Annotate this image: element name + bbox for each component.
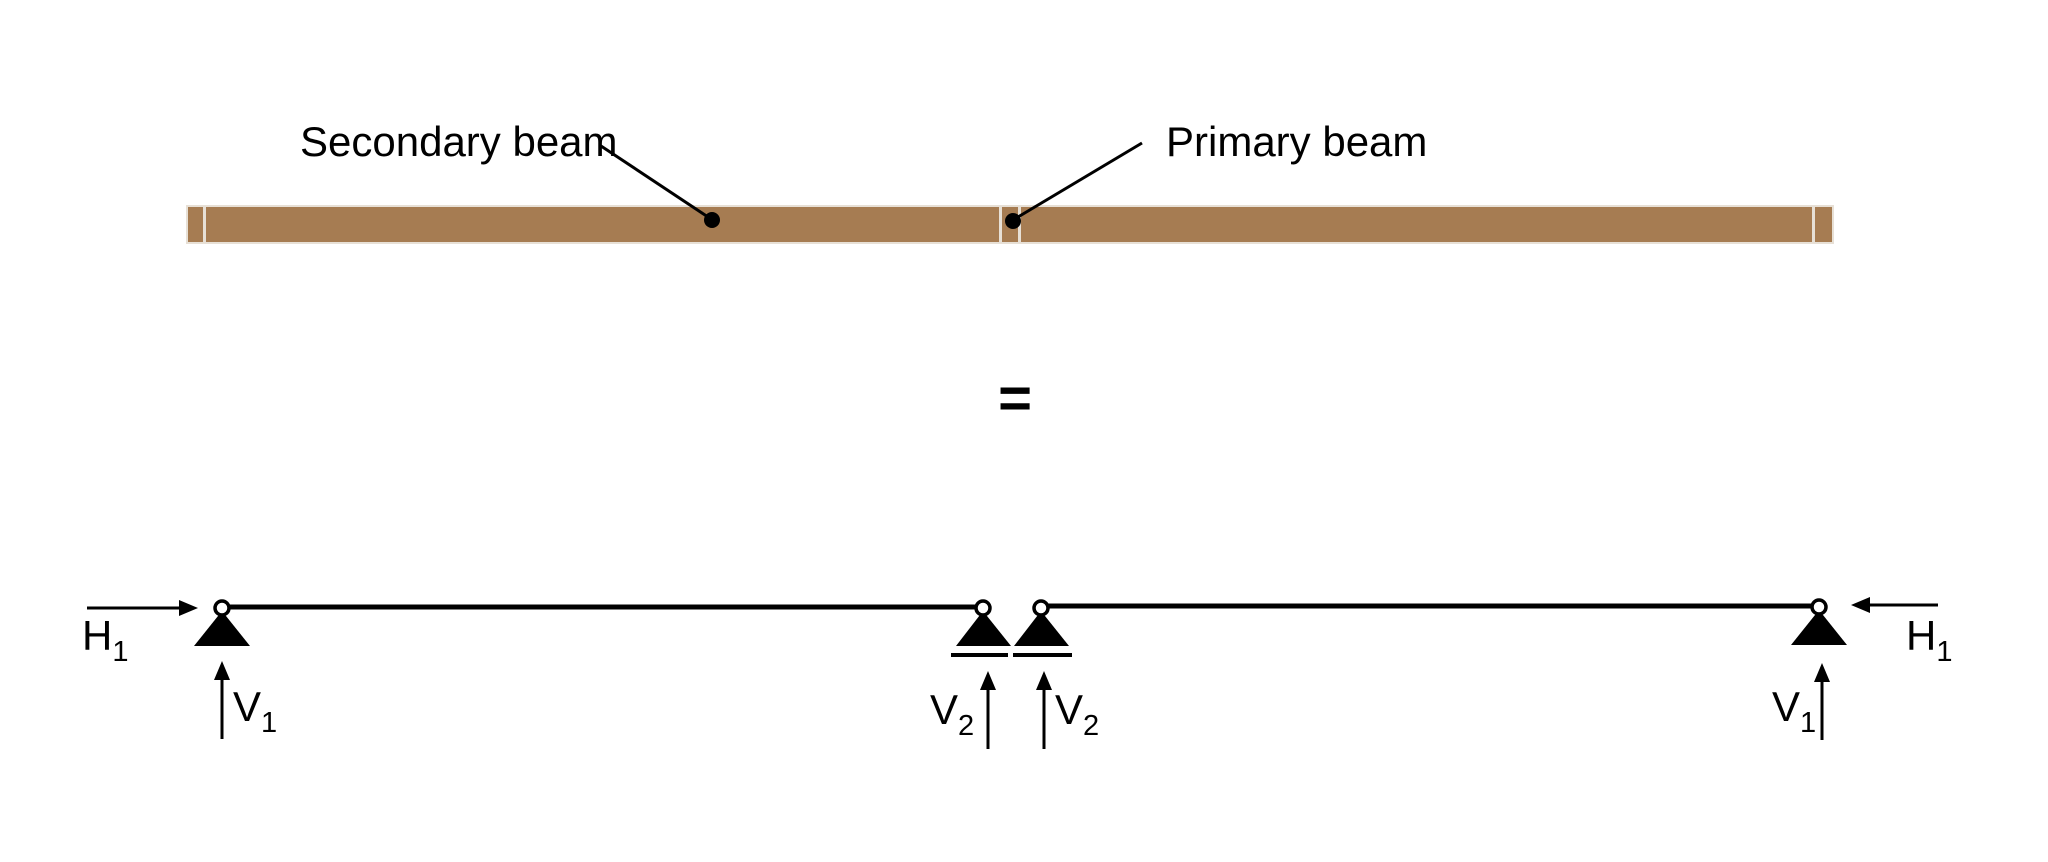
v2-left-label-sub: 2 — [958, 710, 975, 743]
v2-right-label-sub: 2 — [1083, 710, 1100, 743]
h1-left-label-sub: 1 — [112, 636, 129, 669]
v1-right-arrowhead-icon — [1814, 663, 1830, 682]
primary-beam-anchor-dot — [1005, 213, 1021, 229]
roller-support-mid-left-triangle-icon — [956, 611, 1011, 646]
v1-left-arrow — [214, 661, 230, 739]
primary-beam-label: Primary beam — [1166, 118, 1428, 165]
pin-support-right-triangle-icon — [1791, 610, 1847, 645]
h1-left-label: H1 — [82, 615, 128, 667]
v1-left-label-sub: 1 — [261, 707, 278, 740]
v1-right-label-sub: 1 — [1800, 707, 1817, 740]
v1-right-label: V1 — [1772, 686, 1816, 738]
v2-right-label-base: V — [1055, 686, 1084, 733]
h1-left-label-base: H — [82, 612, 113, 659]
secondary-beam-callout — [600, 144, 720, 228]
h1-left-arrow — [87, 600, 198, 616]
secondary-beam-anchor-dot — [704, 212, 720, 228]
v2-left-label-base: V — [930, 686, 959, 733]
pin-icon-right — [1810, 598, 1828, 616]
v2-left-arrowhead-icon — [980, 671, 996, 690]
h1-right-label-sub: 1 — [1936, 636, 1953, 669]
v2-right-arrow — [1036, 671, 1052, 749]
pin-support-left-triangle-icon — [194, 611, 250, 646]
v1-right-arrow — [1814, 663, 1830, 740]
beam-joint-seam-a — [999, 207, 1002, 242]
h1-left-arrowhead-icon — [179, 600, 198, 616]
h1-right-arrowhead-icon — [1851, 597, 1870, 613]
pin-icon-mid-right — [1032, 599, 1050, 617]
equals-sign: = — [998, 365, 1032, 431]
pin-icon-left — [213, 599, 231, 617]
beam-end-seam-right — [1812, 207, 1815, 242]
v2-left-label: V2 — [930, 689, 974, 741]
h1-right-arrow — [1851, 597, 1938, 613]
v2-left-arrow — [980, 671, 996, 749]
v1-left-label: V1 — [233, 686, 277, 738]
beam-end-seam-left — [203, 207, 206, 242]
v1-right-label-base: V — [1772, 683, 1801, 730]
pin-icon-mid-left — [974, 599, 992, 617]
v1-left-label-base: V — [233, 683, 262, 730]
v2-right-label: V2 — [1055, 689, 1099, 741]
v1-left-arrowhead-icon — [214, 661, 230, 680]
v2-right-arrowhead-icon — [1036, 671, 1052, 690]
h1-right-label: H1 — [1906, 615, 1952, 667]
roller-support-mid-right-triangle-icon — [1014, 611, 1069, 646]
secondary-beam-leader-line — [600, 144, 709, 219]
secondary-beam-label: Secondary beam — [300, 118, 618, 165]
primary-beam-leader-line — [1017, 141, 1143, 219]
h1-right-label-base: H — [1906, 612, 1937, 659]
primary-beam-callout — [1005, 141, 1143, 229]
